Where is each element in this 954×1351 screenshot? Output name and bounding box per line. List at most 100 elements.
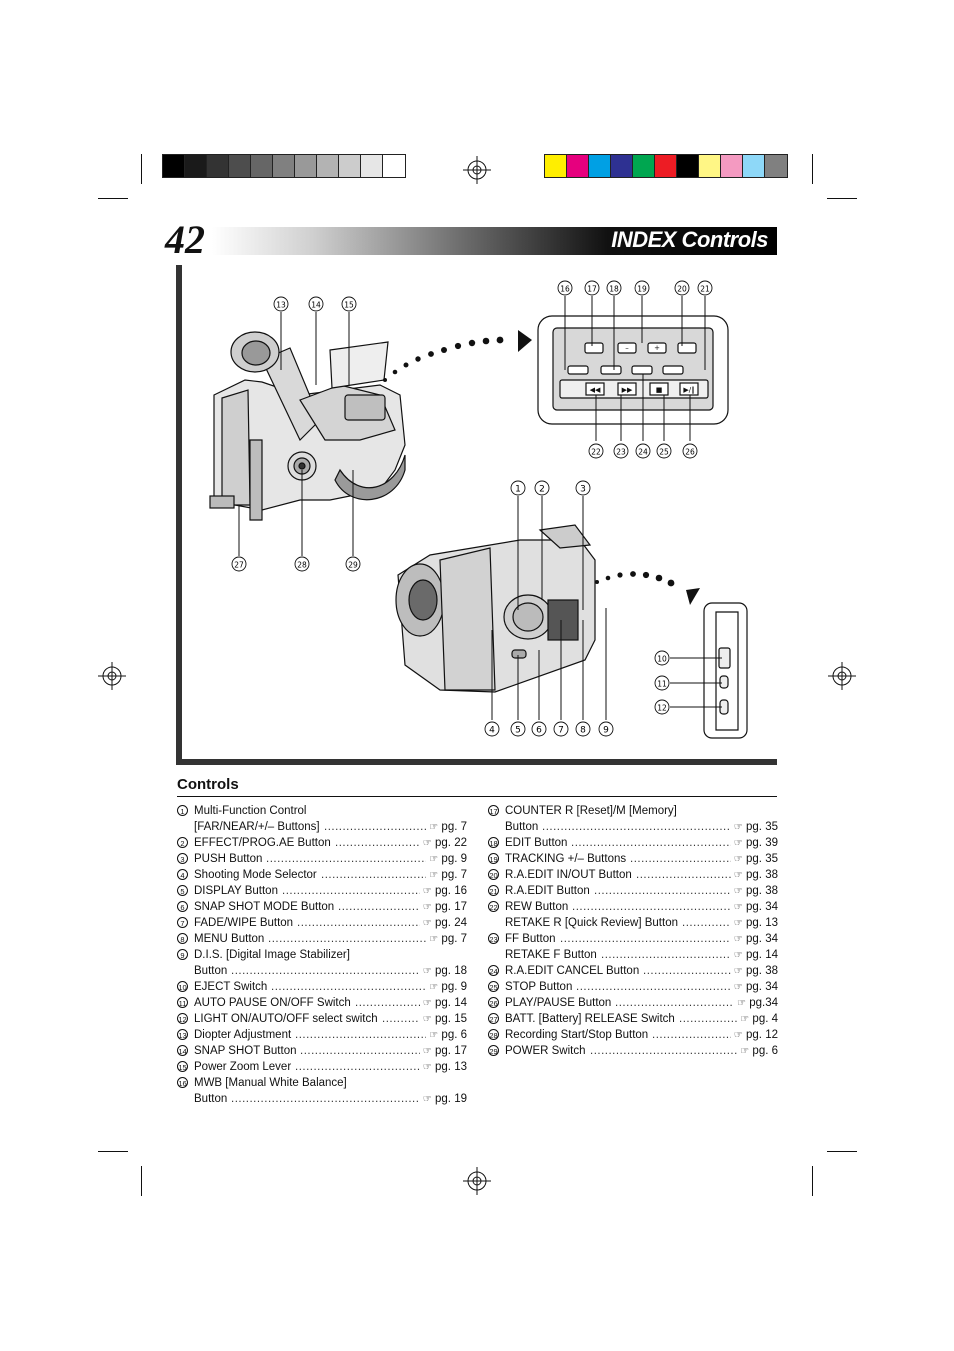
item-label: RETAKE R [Quick Review] Button — [505, 917, 678, 929]
item-number-badge: 6 — [177, 901, 188, 912]
callout-marker-8 — [575, 721, 591, 737]
plus-label: + — [654, 344, 660, 352]
item-number-badge: 11 — [177, 997, 188, 1008]
page-ref-text: pg. 7 — [441, 869, 467, 881]
item-label: TRACKING +/– Buttons — [505, 853, 627, 865]
color-swatch — [383, 155, 405, 177]
item-number-badge: 13 — [177, 1029, 188, 1040]
page-ref-text: pg. 17 — [435, 1045, 467, 1057]
dot-leader: ........................................… — [335, 837, 420, 849]
dot-leader: ........................................… — [601, 949, 731, 961]
callout-number-18: 18 — [609, 285, 619, 294]
callout-number-13: 13 — [276, 301, 286, 310]
page-ref-text: pg.34 — [749, 997, 778, 1009]
pointing-hand-icon: ☞ — [737, 998, 750, 1009]
page-ref-text: pg. 38 — [746, 965, 778, 977]
item-number-badge: 14 — [177, 1045, 188, 1056]
dot-leader: ........................................… — [630, 853, 731, 865]
pointing-hand-icon: ☞ — [733, 1030, 747, 1041]
page-reference: ☞ pg. 15 — [423, 1011, 467, 1028]
callout-marker-13 — [273, 296, 289, 312]
callout-number-17: 17 — [587, 285, 597, 294]
list-item-1-cont: [FAR/NEAR/+/– Buttons]☞ pg. 7...........… — [177, 819, 467, 835]
pointing-hand-icon: ☞ — [429, 870, 442, 881]
page-ref-text: pg. 7 — [441, 933, 467, 945]
page-number: 42 — [165, 217, 205, 262]
item-number-badge: 9 — [177, 949, 188, 960]
callout-marker-15 — [341, 296, 357, 312]
page-reference: ☞ pg. 12 — [734, 1027, 778, 1044]
callout-number-12: 12 — [657, 704, 667, 713]
stop-icon: ■ — [656, 386, 663, 394]
camcorder-rear-view — [209, 331, 406, 521]
callout-number-8: 8 — [580, 726, 586, 736]
color-swatch — [207, 155, 229, 177]
dot-leader: ........................................… — [636, 869, 731, 881]
page-ref-text: pg. 17 — [435, 901, 467, 913]
item-number-badge: 26 — [488, 997, 499, 1008]
section-title: Controls — [177, 776, 239, 793]
dot-leader: ........................................… — [652, 1029, 731, 1041]
callout-number-27: 27 — [234, 561, 244, 570]
dot-leader: ........................................… — [271, 981, 426, 993]
page-ref-text: pg. 18 — [435, 965, 467, 977]
minus-label: – — [625, 344, 629, 352]
pointing-hand-icon: ☞ — [733, 838, 747, 849]
pointing-hand-icon: ☞ — [733, 886, 747, 897]
page-ref-text: pg. 9 — [441, 853, 467, 865]
callout-number-1: 1 — [515, 485, 521, 495]
page-title: INDEX Controls — [611, 227, 768, 252]
page-reference: ☞ pg. 34 — [734, 931, 778, 948]
page-reference: ☞ pg. 35 — [734, 819, 778, 836]
item-number-badge: 1 — [177, 805, 188, 816]
gray-registration-bar — [162, 154, 406, 178]
callout-marker-22 — [588, 443, 604, 459]
callout-marker-27 — [231, 556, 247, 572]
dot-leader: ........................................… — [594, 885, 731, 897]
callout-number-29: 29 — [348, 561, 358, 570]
callout-number-19: 19 — [637, 285, 647, 294]
dot-leader: ........................................… — [355, 997, 420, 1009]
item-label: FADE/WIPE Button — [194, 917, 294, 929]
page-reference: ☞ pg. 9 — [429, 979, 467, 996]
page-ref-text: pg. 34 — [746, 981, 778, 993]
item-label: EFFECT/PROG.AE Button — [194, 837, 331, 849]
color-swatch — [655, 155, 677, 177]
callout-marker-19 — [634, 280, 650, 296]
callout-marker-29 — [345, 556, 361, 572]
color-swatch — [339, 155, 361, 177]
callout-number-9: 9 — [603, 726, 609, 736]
figure-frame-bottom — [176, 759, 777, 765]
callout-marker-20 — [674, 280, 690, 296]
callout-marker-26 — [682, 443, 698, 459]
color-swatch — [611, 155, 633, 177]
pointing-hand-icon: ☞ — [733, 950, 747, 961]
callout-number-2: 2 — [539, 485, 545, 495]
page-ref-text: pg. 19 — [435, 1093, 467, 1105]
callout-marker-11 — [654, 675, 670, 691]
page-ref-text: pg. 9 — [441, 981, 467, 993]
callout-marker-23 — [613, 443, 629, 459]
registration-target-icon — [828, 662, 856, 690]
item-label: Button — [505, 821, 539, 833]
color-swatch — [765, 155, 787, 177]
crop-mark — [827, 198, 857, 199]
page-reference: ☞ pg. 4 — [740, 1011, 778, 1028]
pointing-hand-icon: ☞ — [422, 886, 436, 897]
color-swatch — [163, 155, 185, 177]
page-ref-text: pg. 4 — [752, 1013, 778, 1025]
pointing-hand-icon: ☞ — [740, 1046, 753, 1057]
color-swatch — [633, 155, 655, 177]
item-number-badge: 12 — [177, 1013, 188, 1024]
dot-leader: ........................................… — [542, 821, 731, 833]
page-ref-text: pg. 38 — [746, 869, 778, 881]
list-item-9-cont: Button☞ pg. 18..........................… — [177, 963, 467, 979]
dot-leader: ........................................… — [231, 1093, 420, 1105]
callout-marker-28 — [294, 556, 310, 572]
